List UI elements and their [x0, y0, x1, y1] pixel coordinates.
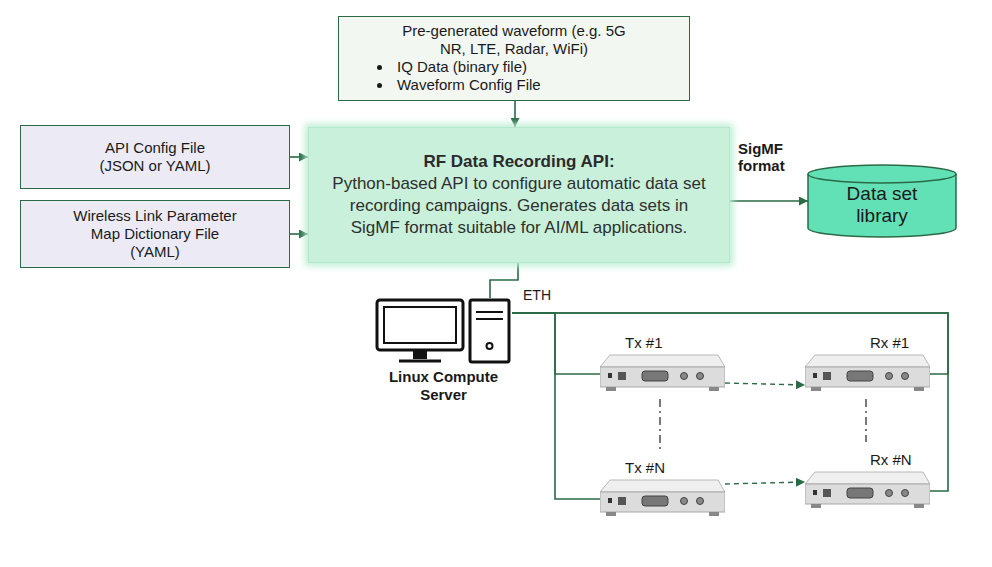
led [813, 373, 817, 378]
device-top [600, 480, 725, 492]
foot [811, 387, 821, 391]
connector [730, 200, 808, 202]
box-text: Python-based API to configure automatic … [323, 173, 715, 239]
database-cylinder: Data set library [808, 165, 956, 237]
connector [823, 372, 831, 380]
port [642, 371, 668, 381]
monitor-stand [413, 350, 427, 359]
wireless-link [725, 383, 805, 385]
cylinder-rim [808, 174, 956, 183]
port [642, 496, 668, 506]
connector [290, 156, 308, 158]
connector [512, 313, 948, 491]
config-file-box: API Config File (JSON or YAML) [20, 125, 290, 189]
foot [606, 512, 616, 516]
foot [709, 512, 719, 516]
device-label: Tx #1 [600, 333, 725, 353]
device-top [805, 355, 930, 367]
radio-device: Tx #1 [600, 333, 725, 393]
foot [811, 504, 821, 508]
connector [618, 372, 626, 380]
box-text: Wireless Link Parameter Map Dictionary F… [65, 207, 245, 261]
device-top [805, 472, 930, 484]
connector [823, 489, 831, 497]
server-icon: Linux Compute Server [375, 298, 512, 404]
edge-label: SigMF format [738, 140, 800, 175]
foot [914, 387, 924, 391]
bullet-item: Waveform Config File [371, 76, 679, 94]
device-illustration [600, 353, 725, 393]
wireless-link [725, 482, 805, 484]
drive-bay [476, 311, 503, 313]
rf-port [886, 373, 893, 380]
rf-port [697, 373, 704, 380]
port [847, 371, 873, 381]
foot [914, 504, 924, 508]
connector [618, 497, 626, 505]
led [813, 490, 817, 495]
foot [606, 387, 616, 391]
device-front [600, 492, 725, 512]
device-illustration [600, 478, 725, 518]
connector [512, 313, 948, 374]
input-file-box: Pre-generated waveform (e.g. 5G NR, LTE,… [338, 16, 690, 101]
monitor-base [399, 360, 441, 363]
rf-port [697, 498, 704, 505]
power-button [487, 343, 493, 349]
led [608, 373, 612, 378]
rf-port [886, 490, 893, 497]
connector [514, 101, 516, 127]
rf-port [902, 490, 909, 497]
connector [290, 233, 308, 235]
cylinder-body [808, 165, 956, 237]
device-label: Tx #N [600, 458, 725, 478]
device-top [600, 355, 725, 367]
connector [512, 313, 600, 499]
bus-label: ETH [523, 287, 551, 304]
bullet-item: IQ Data (binary file) [371, 58, 679, 76]
device-front [805, 484, 930, 504]
rf-port [681, 498, 688, 505]
led [608, 498, 612, 503]
device-label: Linux Compute Server [381, 368, 506, 404]
screen [384, 307, 456, 343]
box-heading: RF Data Recording API: [323, 151, 715, 173]
device-illustration [805, 470, 930, 510]
device-front [805, 367, 930, 387]
box-text: Data set library [832, 183, 932, 227]
connector [490, 263, 518, 298]
computer-icon [375, 298, 512, 364]
box-text: API Config File (JSON or YAML) [93, 139, 218, 175]
rf-port [902, 373, 909, 380]
box-text: Pre-generated waveform (e.g. 5G NR, LTE,… [397, 22, 632, 58]
dash-dot-line [865, 399, 866, 442]
connector [512, 313, 600, 374]
device-label: Rx #1 [805, 333, 930, 353]
tower [470, 300, 509, 362]
monitor [377, 300, 463, 350]
radio-device: Rx #1 [805, 333, 930, 393]
port [847, 488, 873, 498]
foot [709, 387, 719, 391]
dash-dot-line [659, 399, 660, 450]
device-front [600, 367, 725, 387]
device-illustration [805, 353, 930, 393]
drive-bay [476, 318, 503, 320]
radio-device: Rx #N [805, 450, 930, 510]
device-label: Rx #N [805, 450, 930, 470]
radio-device: Tx #N [600, 458, 725, 518]
process-box: RF Data Recording API:Python-based API t… [308, 127, 730, 263]
config-file-box: Wireless Link Parameter Map Dictionary F… [20, 200, 290, 268]
rf-port [681, 373, 688, 380]
